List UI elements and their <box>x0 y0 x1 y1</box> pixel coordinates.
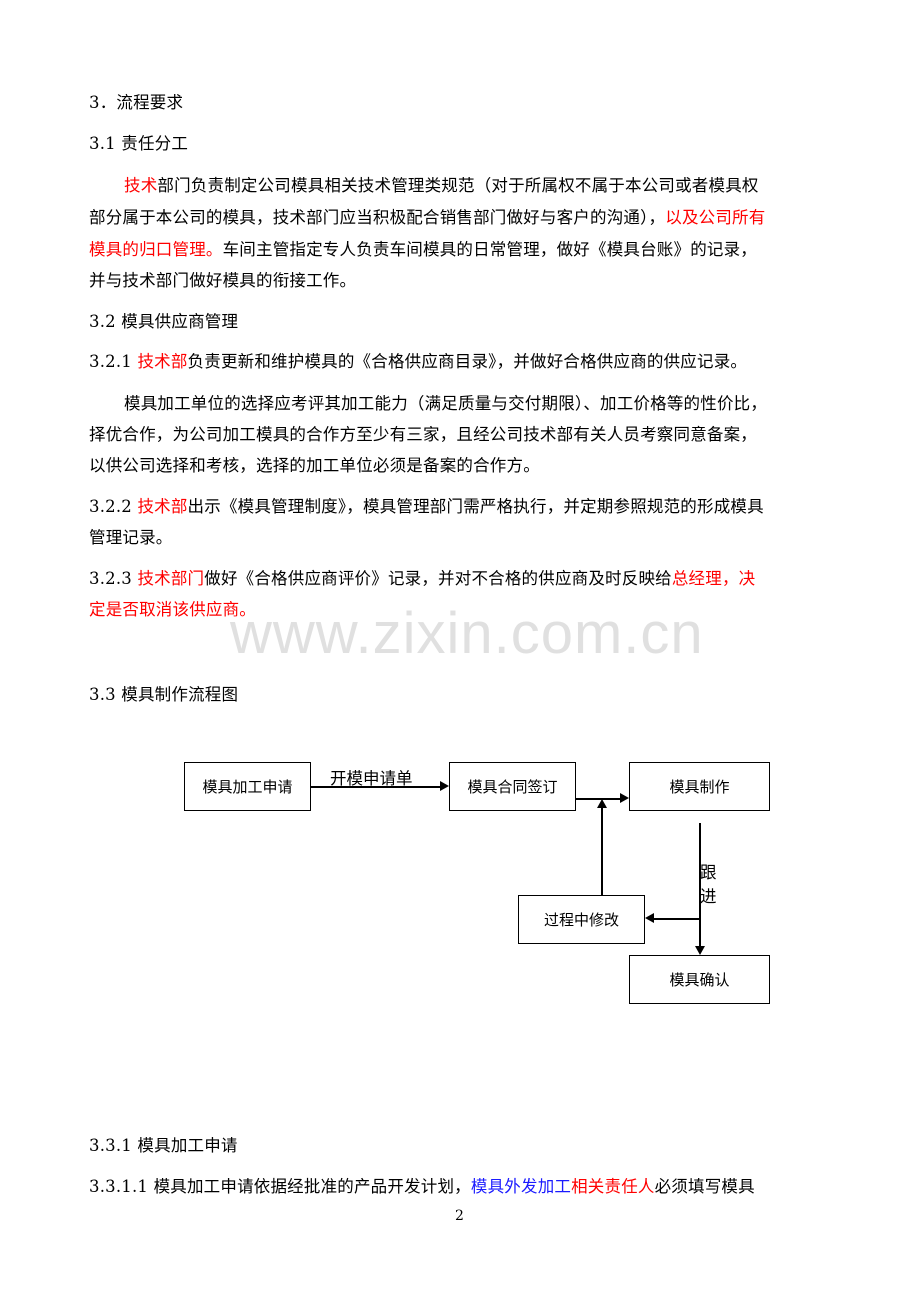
item-3-2-3-line-2: 定是否取消该供应商。 <box>89 600 256 619</box>
section-3-2-para-line-1: 模具加工单位的选择应考评其加工能力（满足质量与交付期限）、加工价格等的性价比， <box>124 394 768 413</box>
highlight-red: 技术部 <box>137 497 188 516</box>
section-3-1-para-line-3: 模具的归口管理。车间主管指定专人负责车间模具的日常管理，做好《模具台账》的记录， <box>89 239 757 261</box>
text: 部门负责制定公司模具相关技术管理类规范（对于所属权不属于本公司或者模具权 <box>157 176 759 195</box>
section-3-3-1-heading: 3.3.1 模具加工申请 <box>89 1136 238 1155</box>
highlight-red: 总经理，决 <box>671 569 756 588</box>
edge-label-follow-2: 进 <box>700 887 717 906</box>
section-3-1-para-line-2: 部分属于本公司的模具，技术部门应当积极配合销售部门做好与客户的沟通），以及公司所… <box>89 207 765 229</box>
highlight-red: 模具的归口管理。 <box>89 240 223 259</box>
arrowhead-left-icon <box>645 913 654 923</box>
section-3-1-para-line-1: 技术部门负责制定公司模具相关技术管理类规范（对于所属权不属于本公司或者模具权 <box>124 175 759 197</box>
arrowhead-right-icon <box>620 793 629 803</box>
edge-apply-contract <box>311 786 441 788</box>
highlight-red: 相关责任人 <box>571 1177 655 1196</box>
highlight-red: 技术 <box>124 176 158 195</box>
section-3-2-para-line-2: 择优合作，为公司加工模具的合作方至少有三家，且经公司技术部有关人员考察同意备案， <box>89 425 757 444</box>
arrowhead-up-icon <box>597 799 607 808</box>
text: 做好《合格供应商评价》记录，并对不合格的供应商及时反映给 <box>204 569 672 588</box>
item-3-2-3: 3.2.3 技术部门做好《合格供应商评价》记录，并对不合格的供应商及时反映给总经… <box>89 568 755 590</box>
text: 模具加工申请依据经批准的产品开发计划， <box>153 1177 471 1196</box>
arrowhead-down-icon <box>695 946 705 955</box>
section-3-heading: 3．流程要求 <box>89 93 184 112</box>
node-make: 模具制作 <box>629 762 770 811</box>
item-3-2-1: 3.2.1 技术部负责更新和维护模具的《合格供应商目录》，并做好合格供应商的供应… <box>89 351 747 373</box>
node-apply: 模具加工申请 <box>184 762 311 811</box>
section-3-1-heading: 3.1 责任分工 <box>89 134 189 153</box>
text: 部分属于本公司的模具，技术部门应当积极配合销售部门做好与客户的沟通）， <box>89 208 666 227</box>
edge-contract-make <box>576 798 621 800</box>
item-number: 3.2.1 <box>89 352 138 371</box>
text: 出示《模具管理制度》，模具管理部门需严格执行，并定期参照规范的形成模具 <box>187 497 764 516</box>
edge-label-follow-1: 跟 <box>700 863 717 882</box>
text: 必须填写模具 <box>654 1177 755 1196</box>
highlight-blue: 模具外发加工 <box>470 1177 572 1196</box>
section-3-3-heading: 3.3 模具制作流程图 <box>89 685 239 704</box>
text: 负责更新和维护模具的《合格供应商目录》，并做好合格供应商的供应记录。 <box>187 352 748 371</box>
section-3-2-heading: 3.2 模具供应商管理 <box>89 312 239 331</box>
item-3-3-1-1: 3.3.1.1 模具加工申请依据经批准的产品开发计划，模具外发加工相关责任人必须… <box>89 1176 755 1198</box>
node-contract: 模具合同签订 <box>449 762 576 811</box>
section-3-2-para-line-3: 以供公司选择和考核，选择的加工单位必须是备案的合作方。 <box>89 456 540 475</box>
highlight-red: 技术部 <box>137 352 188 371</box>
item-number: 3.2.3 <box>89 569 138 588</box>
edge-make-confirm <box>699 823 701 947</box>
item-number: 3.3.1.1 <box>89 1177 154 1196</box>
item-number: 3.2.2 <box>89 497 138 516</box>
item-3-2-2-line-2: 管理记录。 <box>89 528 173 547</box>
item-3-2-2: 3.2.2 技术部出示《模具管理制度》，模具管理部门需严格执行，并定期参照规范的… <box>89 496 764 518</box>
section-3-1-para-line-4: 并与技术部门做好模具的衔接工作。 <box>89 271 357 290</box>
edge-modify-up <box>601 808 603 895</box>
highlight-red: 技术部门 <box>137 569 205 588</box>
page-number: 2 <box>455 1208 464 1224</box>
highlight-red: 以及公司所有 <box>665 208 766 227</box>
text: 车间主管指定专人负责车间模具的日常管理，做好《模具台账》的记录， <box>222 240 758 259</box>
edge-to-modify <box>653 918 700 920</box>
node-modify: 过程中修改 <box>518 895 645 944</box>
edge-label-open-mold-request: 开模申请单 <box>330 769 413 788</box>
watermark: www.zixin.com.cn <box>230 601 704 666</box>
node-confirm: 模具确认 <box>629 955 770 1004</box>
arrowhead-right-icon <box>440 781 449 791</box>
